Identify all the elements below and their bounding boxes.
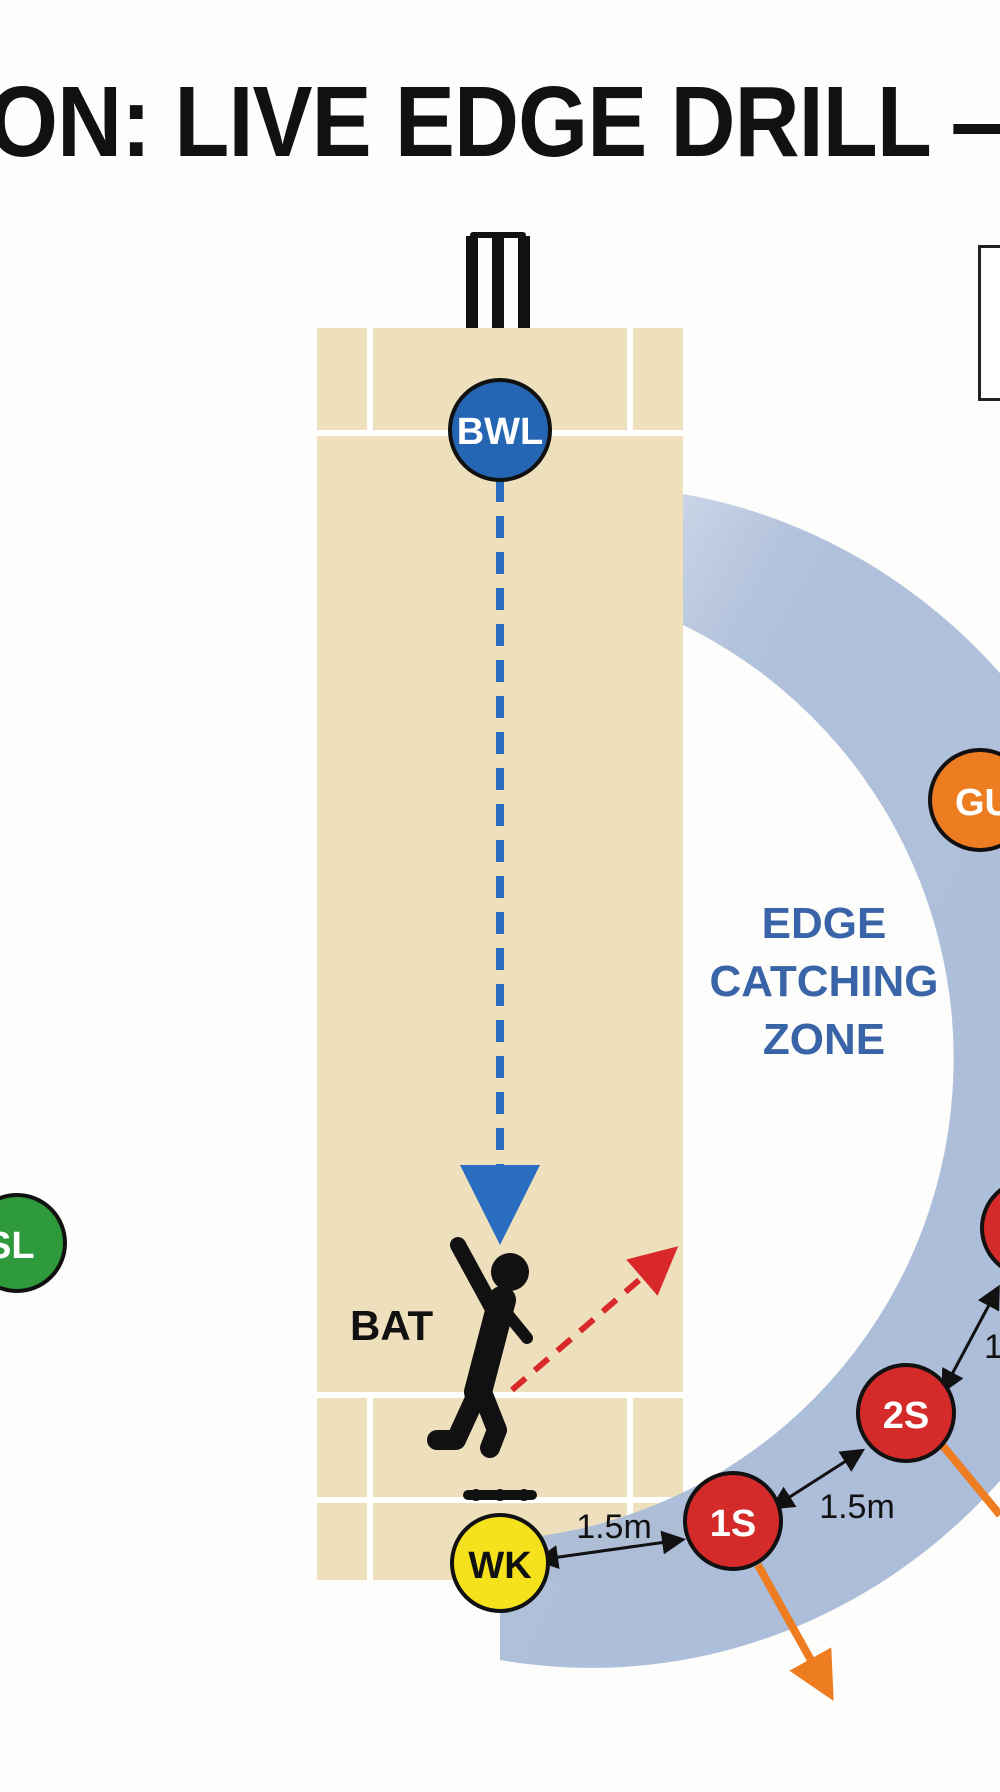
- distance-1s-2s: 1.5m: [819, 1488, 895, 1526]
- distance-2s-3s: 1: [984, 1328, 1000, 1366]
- batter-icon: [427, 1237, 533, 1458]
- stumps-bottom: [463, 1489, 537, 1501]
- deflection-arrow-2s: [939, 1443, 1000, 1518]
- player-second-slip[interactable]: 2S: [856, 1363, 956, 1463]
- zone-label: EDGE CATCHING ZONE: [710, 899, 939, 1064]
- player-square-leg[interactable]: SL: [0, 1193, 67, 1293]
- batter-label: BAT: [350, 1302, 434, 1349]
- zone-label-line3: ZONE: [763, 1015, 885, 1064]
- player-bowler-label: BWL: [457, 411, 544, 453]
- page-title: ON: LIVE EDGE DRILL — F: [0, 66, 1000, 178]
- zone-label-line1: EDGE: [762, 899, 887, 948]
- edge-path-arrow: [510, 1246, 679, 1393]
- player-wicketkeeper-label: WK: [468, 1545, 532, 1587]
- deflection-arrow-1s: [754, 1563, 834, 1701]
- player-first-slip-label: 1S: [710, 1503, 756, 1545]
- player-bowler[interactable]: BWL: [448, 378, 552, 482]
- stumps-top: [466, 232, 530, 328]
- player-gully[interactable]: GU: [928, 748, 1000, 852]
- distance-wk-1s: 1.5m: [576, 1508, 652, 1546]
- zone-label-line2: CATCHING: [710, 957, 939, 1006]
- player-gully-label: GU: [955, 782, 1000, 824]
- player-wicketkeeper[interactable]: WK: [450, 1513, 550, 1613]
- spacing-arrows: 1.5m 1.5m 1: [534, 1284, 1000, 1570]
- player-second-slip-label: 2S: [883, 1395, 929, 1437]
- legend-box: [978, 245, 1000, 401]
- player-third-slip[interactable]: [980, 1180, 1000, 1276]
- player-square-leg-label: SL: [0, 1225, 35, 1267]
- player-first-slip[interactable]: 1S: [683, 1471, 783, 1571]
